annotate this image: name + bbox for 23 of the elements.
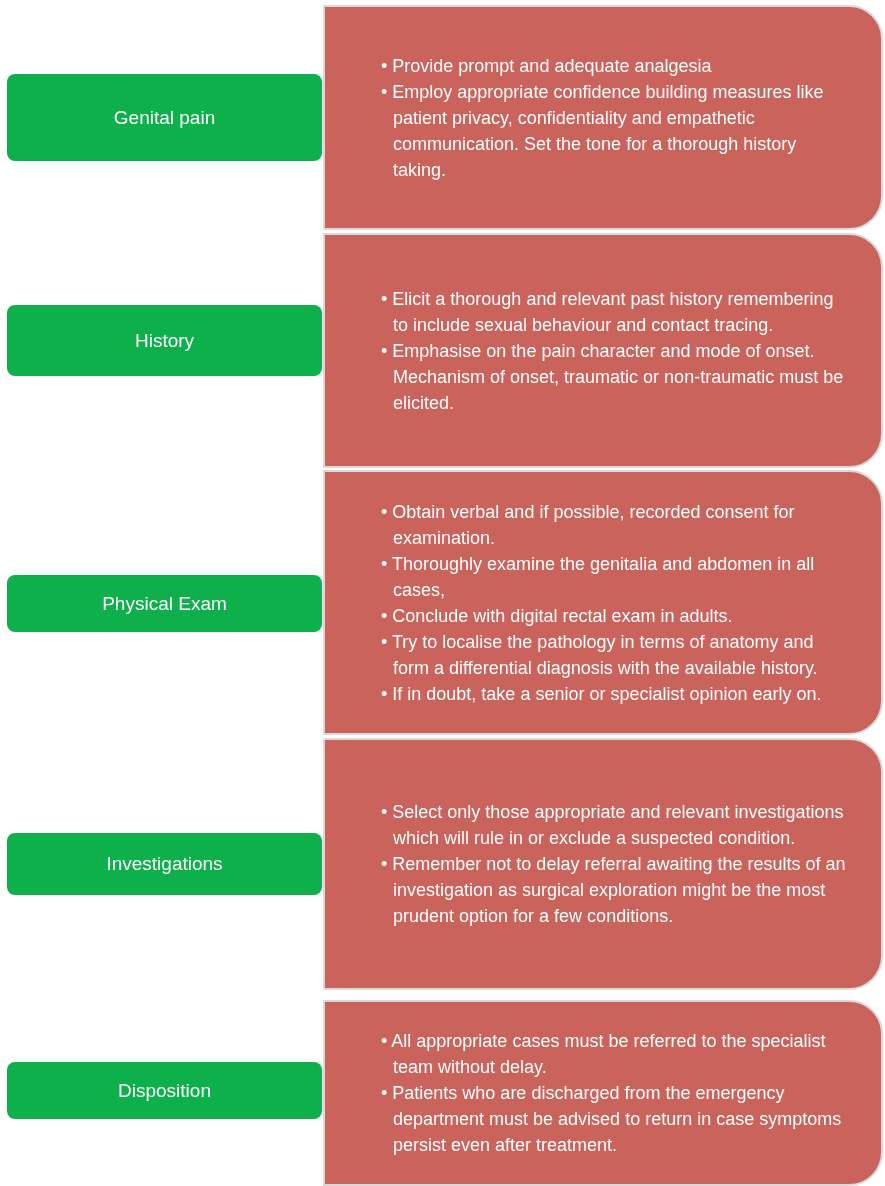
bullet-point: • Provide prompt and adequate analgesia	[381, 54, 713, 78]
guidance-panel	[323, 233, 883, 468]
step-box: History	[7, 305, 322, 376]
guidance-panel	[323, 5, 883, 230]
bullet-point: • If in doubt, take a senior or specialist opinion early on.	[381, 682, 823, 706]
bullet-point: • Conclude with digital rectal exam in adults.	[381, 604, 734, 628]
bullet-point: • Emphasise on the pain character and mode of onset. Mechanism of onset, traumatic or non-traumatic must be elicited.	[381, 339, 845, 415]
guidance-panel	[323, 470, 883, 735]
step-box: Genital pain	[7, 74, 322, 161]
bullet-point: • Remember not to delay referral awaiting the results of an investigation as surgical exploration might be the most prudent option for a few conditions.	[381, 853, 847, 928]
bullet-point: • Employ appropriate confidence building measures like patient privacy, confidentiality and empathetic communication. Set the tone for a thorough history taking.	[381, 80, 825, 182]
step-box: Physical Exam	[7, 575, 322, 632]
bullet-point: • Patients who are discharged from the emergency department must be advised to return in case symptoms persist even after treatment.	[381, 1082, 843, 1157]
bullet-point: • All appropriate cases must be referred to the specialist team without delay.	[381, 1030, 827, 1079]
step-box: Disposition	[7, 1062, 322, 1119]
bullet-point: • Try to localise the pathology in terms of anatomy and form a differential diagnosis with the available history.	[381, 630, 819, 680]
bullet-point: • Select only those appropriate and relevant investigations which will rule in or exclude a suspected condition.	[381, 801, 845, 850]
guidance-panel	[323, 738, 883, 990]
bullet-point: • Obtain verbal and if possible, recorded consent for examination.	[381, 500, 796, 550]
guidance-panel	[323, 1000, 883, 1186]
bullet-point: • Thoroughly examine the genitalia and abdomen in all cases,	[381, 552, 816, 602]
bullet-point: • Elicit a thorough and relevant past history remembering to include sexual behaviour and contact tracing.	[381, 287, 835, 337]
step-box: Investigations	[7, 833, 322, 895]
